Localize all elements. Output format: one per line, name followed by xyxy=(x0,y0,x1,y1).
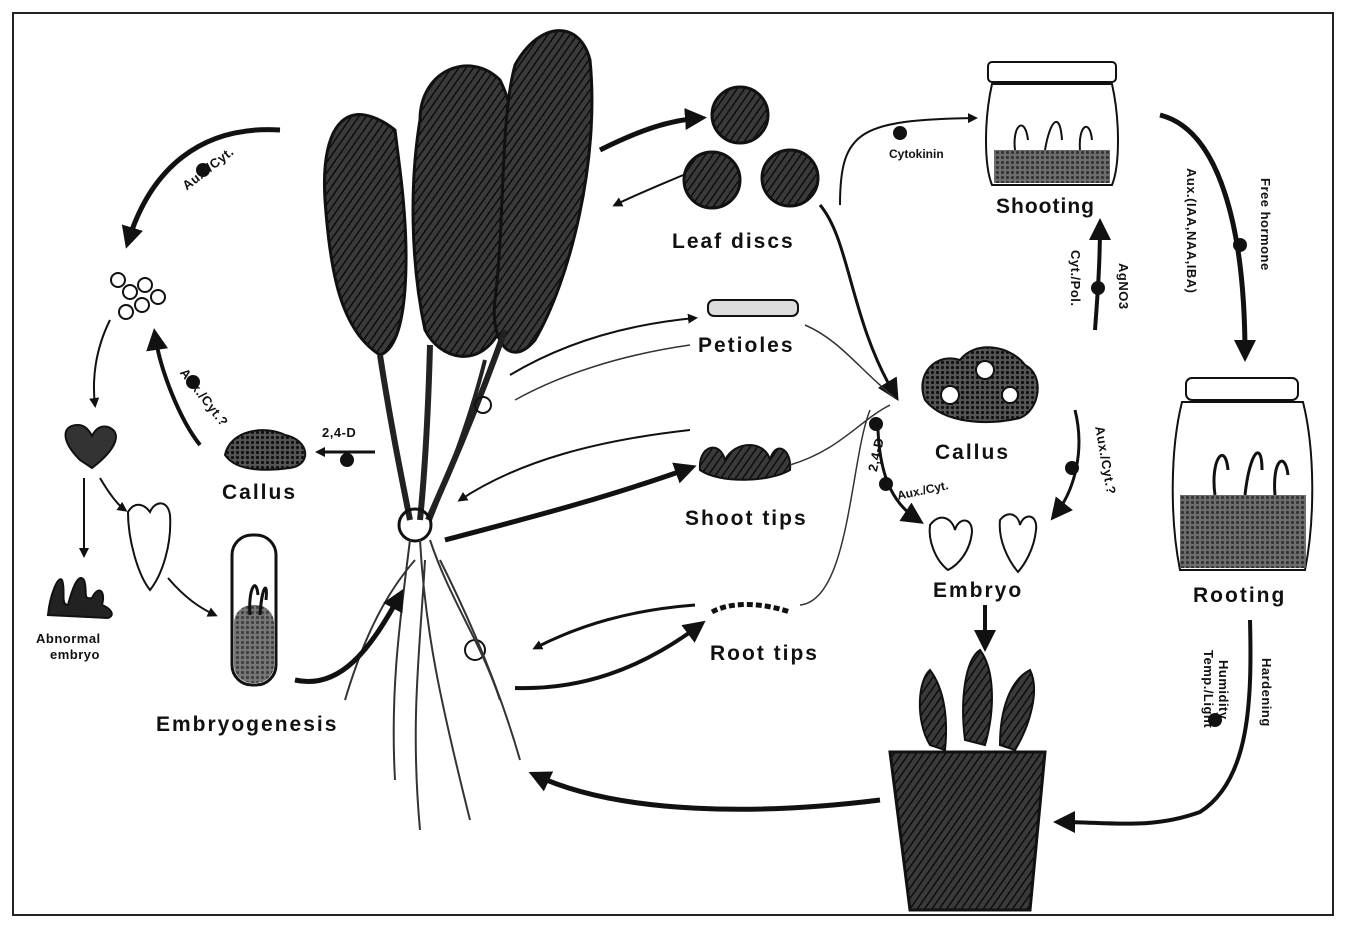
stage-label-callus-left: Callus xyxy=(222,482,297,503)
test-tube-icon xyxy=(232,535,276,685)
treatment-label-cytokinin: Cytokinin xyxy=(889,148,944,160)
stage-label-root-tips: Root tips xyxy=(710,643,819,664)
torpedo-embryo-icon xyxy=(128,503,170,590)
culture-jar-icon xyxy=(1173,378,1313,570)
stage-label-shoot-tips: Shoot tips xyxy=(685,508,808,529)
treatment-label-free-hormone: Free hormone xyxy=(1259,178,1272,271)
heart-embryo-icon xyxy=(66,425,116,468)
treatment-label-aux-iaa: Aux.(IAA,NAA,IBA) xyxy=(1185,168,1198,294)
leaf-disc-icon xyxy=(684,87,818,208)
culture-jar-icon xyxy=(986,62,1118,185)
stage-label-petioles: Petioles xyxy=(698,335,795,356)
treatment-label-24d-left: 2,4-D xyxy=(322,426,356,439)
stage-label-embryo: Embryo xyxy=(933,580,1023,601)
petiole-icon xyxy=(708,300,798,316)
heart-embryo-icon xyxy=(930,514,1037,572)
stage-label-rooting: Rooting xyxy=(1193,585,1286,606)
callus-icon xyxy=(225,430,305,470)
potted-plant-icon xyxy=(890,650,1045,910)
abnormal-embryo-icon xyxy=(48,578,112,618)
embryo-cluster-icon xyxy=(111,273,165,319)
stage-label-leaf-discs: Leaf discs xyxy=(672,231,795,252)
treatment-label-humidity: Humidity xyxy=(1217,660,1230,720)
treatment-label-hardening: Hardening xyxy=(1260,658,1273,727)
callus-icon xyxy=(922,347,1037,422)
stage-label-callus-center: Callus xyxy=(935,442,1010,463)
stage-label-shooting: Shooting xyxy=(996,196,1095,217)
treatment-label-cyt-pol: Cyt./Pol. xyxy=(1069,250,1082,307)
plant-icon xyxy=(324,31,591,830)
shoot-tip-icon xyxy=(700,445,790,480)
stage-label-abnormal-embryo-2: embryo xyxy=(50,648,100,661)
root-tip-icon xyxy=(712,605,790,613)
treatment-label-temp-light: Temp./Light xyxy=(1202,650,1215,728)
stage-label-abnormal-embryo-1: Abnormal xyxy=(36,632,101,645)
stage-label-embryogenesis: Embryogenesis xyxy=(156,714,338,735)
treatment-label-agno3: AgNO3 xyxy=(1117,263,1130,310)
